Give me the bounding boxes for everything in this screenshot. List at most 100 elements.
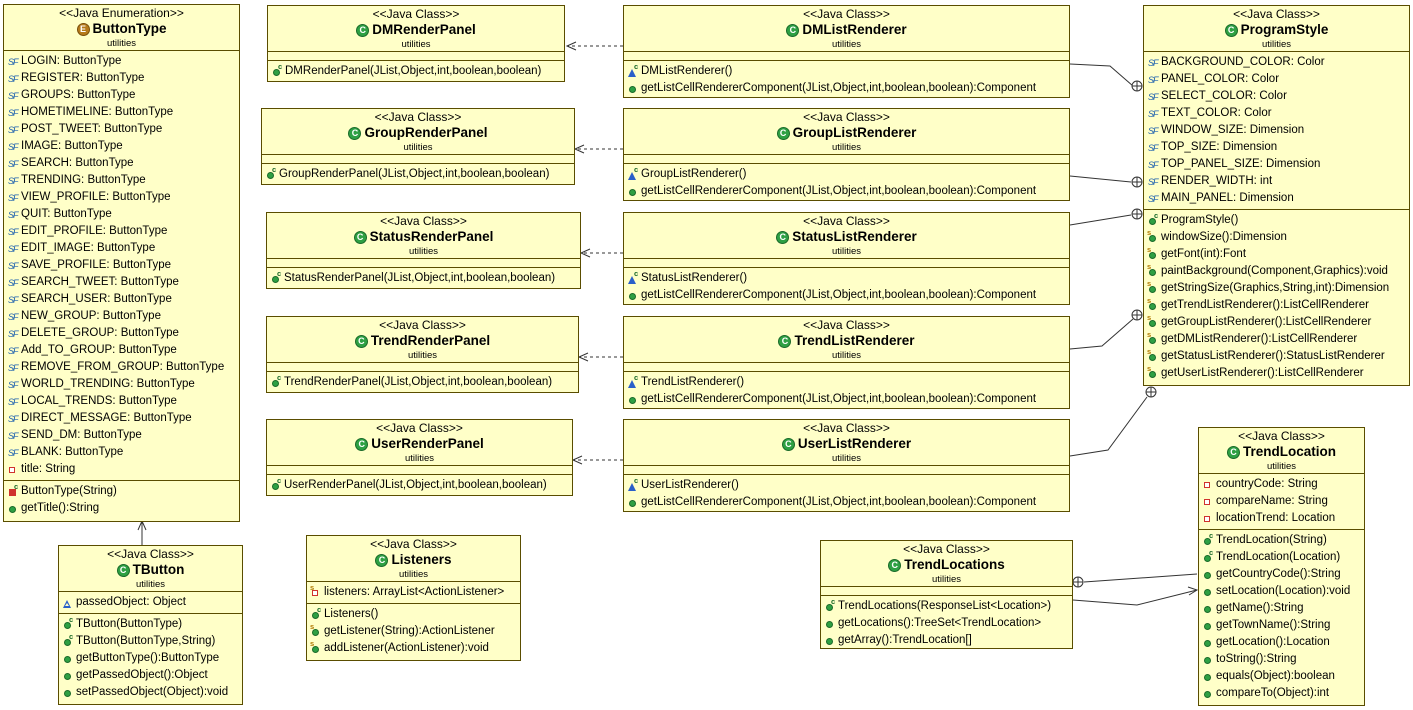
- public-constructor-icon: c: [310, 605, 322, 621]
- enum-icon: E: [76, 22, 90, 36]
- field-row: countryCode: String: [1199, 476, 1364, 493]
- public-constructor-icon: c: [1147, 211, 1159, 227]
- dependency-trend-arrowhead: [577, 352, 589, 362]
- public-method-icon: [824, 618, 836, 630]
- public-constructor-icon: c: [270, 476, 282, 492]
- public-static-method-icon: s: [310, 622, 322, 638]
- stereotype-label: <<Java Class>>: [803, 318, 890, 332]
- static-final-field-icon: SF: [8, 175, 18, 186]
- static-final-field-icon: SF: [1148, 176, 1158, 187]
- package-label: utilities: [401, 39, 431, 50]
- public-method-icon: [62, 687, 74, 699]
- nest-userlistrenderer-line: [1069, 396, 1148, 457]
- public-method-icon: [1202, 637, 1214, 649]
- private-field-icon: [1202, 496, 1214, 508]
- field-row: passedObject: Object: [59, 594, 242, 611]
- package-constructor-icon: c: [627, 62, 639, 78]
- static-final-field-icon: SF: [8, 311, 18, 322]
- package-label: utilities: [106, 38, 137, 49]
- package-label: utilities: [831, 453, 862, 464]
- class-icon: C: [116, 563, 130, 577]
- method-row: getPassedObject():Object: [59, 667, 242, 684]
- package-label: utilities: [408, 246, 439, 257]
- static-final-field-icon: SF: [8, 430, 18, 441]
- static-final-field-icon: SF: [8, 243, 18, 254]
- public-constructor-icon: c: [271, 62, 283, 78]
- tbutton-buttontype-arrowhead: [137, 519, 147, 531]
- class-icon: C: [781, 437, 795, 451]
- static-final-field-icon: SF: [8, 379, 18, 390]
- static-final-field-icon: SF: [8, 294, 18, 305]
- public-method-icon: [627, 290, 639, 302]
- class-icon: C: [353, 230, 367, 244]
- stereotype-label: <<Java Class>>: [803, 421, 890, 435]
- static-final-field-icon: SF: [1148, 108, 1158, 119]
- public-static-method-icon: s: [1147, 330, 1159, 346]
- public-static-method-icon: s: [1147, 296, 1159, 312]
- fields-section: [624, 363, 1069, 372]
- package-constructor-icon: c: [627, 476, 639, 492]
- static-final-field-icon: SF: [8, 362, 18, 373]
- stereotype-label: <<Java Enumeration>>: [59, 6, 184, 20]
- public-static-method-icon: s: [310, 639, 322, 655]
- class-icon: C: [1224, 23, 1238, 37]
- public-method-icon: [627, 186, 639, 198]
- package-constructor-icon: c: [627, 269, 639, 285]
- static-final-field-icon: SF: [8, 396, 18, 407]
- stereotype-label: <<Java Class>>: [379, 318, 466, 332]
- static-final-field-icon: SF: [8, 73, 18, 84]
- fields-section: [624, 259, 1069, 268]
- fields-section: passedObject: Object: [59, 592, 242, 614]
- static-final-field-icon: SF: [1148, 142, 1158, 153]
